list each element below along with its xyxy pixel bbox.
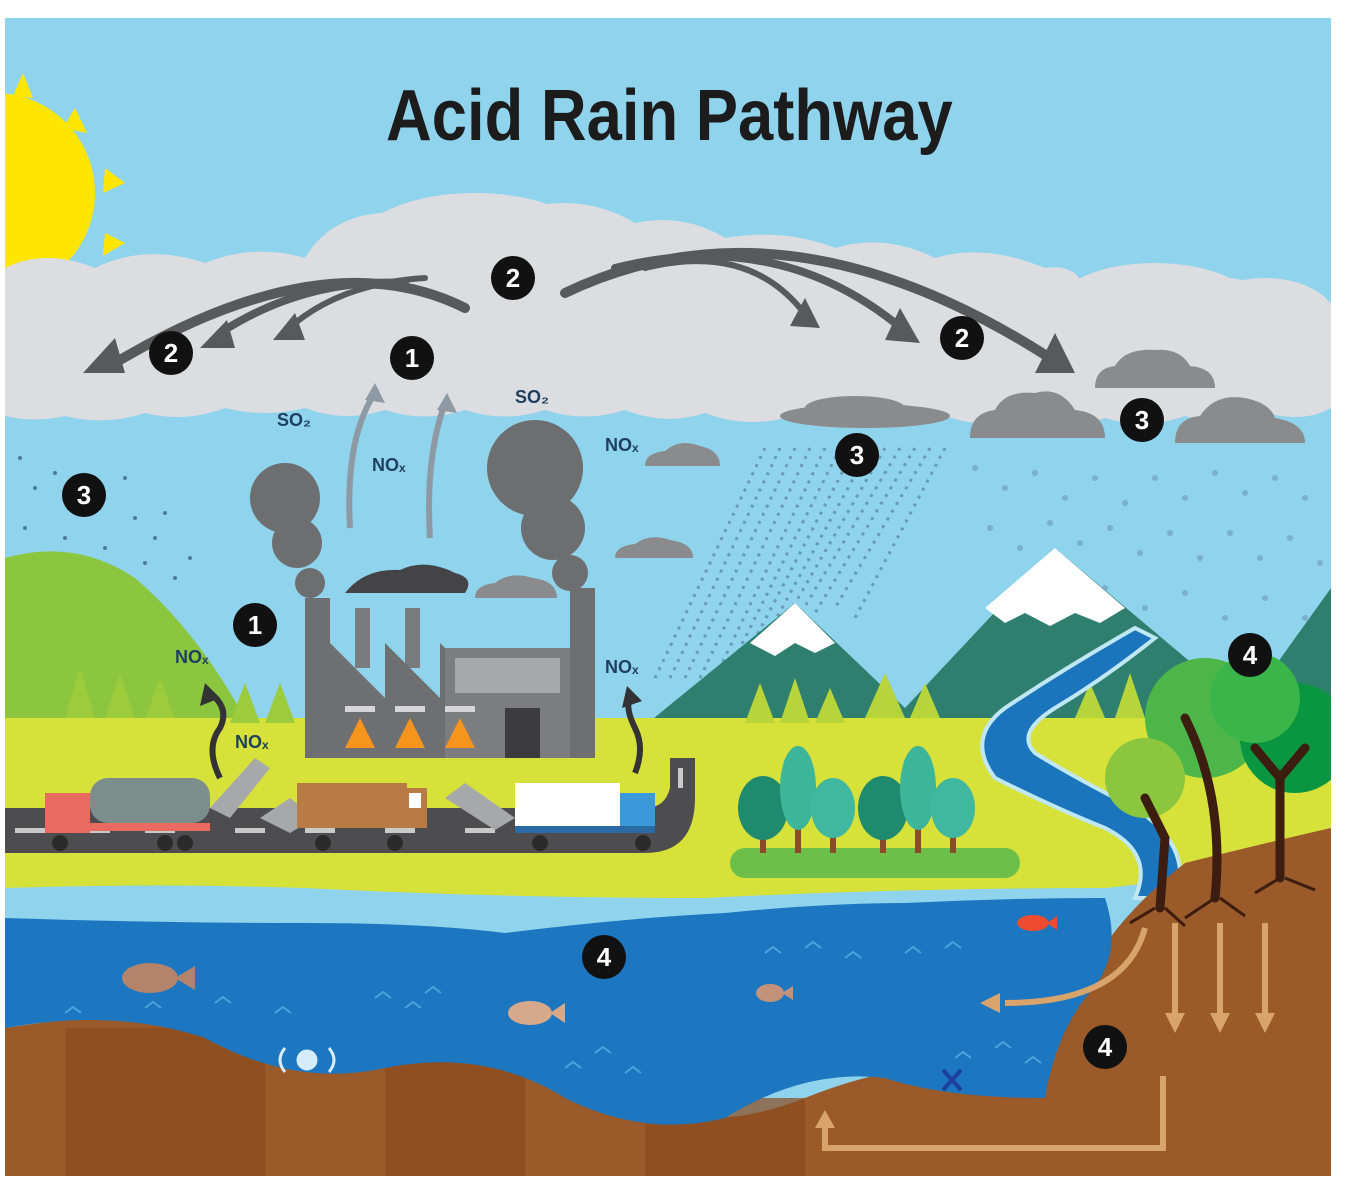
svg-text:1: 1 [405,343,419,373]
rain-clouds [475,349,1305,598]
svg-text:4: 4 [1243,640,1258,670]
truck-tanker [45,778,210,851]
insect-icon [941,1068,963,1092]
step-marker-4: 4 [582,935,626,979]
fish-icon [122,963,195,993]
smoke-plumes [250,420,588,598]
acid-rain-diagram: Acid Rain Pathway [5,18,1331,1176]
step-marker-4: 4 [1228,633,1272,677]
fish-icon [1017,915,1057,931]
fish-icon [508,1001,565,1025]
step-marker-1: 1 [390,336,434,380]
step-marker-3: 3 [62,473,106,517]
svg-text:1: 1 [248,610,262,640]
fish-icon [756,984,793,1002]
step-marker-1: 1 [233,603,277,647]
arrow-head-icon [815,993,1275,1128]
svg-text:3: 3 [850,440,864,470]
forest-trees-right [1105,653,1331,928]
nox-label: NOₓ [175,647,209,667]
arrow-head-icon [622,686,642,708]
pine-trees-left [65,668,295,723]
svg-text:3: 3 [1135,405,1149,435]
emission-arrows [346,391,448,539]
nox-label: NOₓ [235,732,269,752]
nox-label: NOₓ [605,657,639,677]
step-marker-2: 2 [491,256,535,300]
soil-strata [65,1028,805,1176]
acid-snow-dots [972,465,1323,621]
nox-label: NOₓ [605,435,639,455]
truck-box [297,783,427,851]
forest-grove [730,746,1020,878]
arrow-head-icon [365,383,385,403]
pine-trees-center [745,673,1145,723]
crab-icon [278,1047,336,1073]
cloud-band [5,193,1331,426]
so2-label: SO₂ [277,410,311,430]
svg-text:2: 2 [164,338,178,368]
nox-label: NOₓ [372,455,406,475]
factory [305,588,595,758]
svg-text:4: 4 [1098,1032,1113,1062]
step-marker-3: 3 [835,433,879,477]
so2-label: SO₂ [515,387,549,407]
arrow-head-icon [200,683,220,706]
arrow-head-icon [437,393,457,413]
svg-text:4: 4 [597,942,612,972]
leaching-arrows [822,923,1268,1151]
step-marker-4: 4 [1083,1025,1127,1069]
truck-white [515,783,655,851]
left-hill [5,551,255,738]
step-marker-2: 2 [149,331,193,375]
arrow-head-icon [83,298,1075,373]
step-marker-3: 3 [1120,398,1164,442]
svg-text:3: 3 [77,480,91,510]
page-title: Acid Rain Pathway [386,76,953,156]
svg-text:2: 2 [955,323,969,353]
svg-text:2: 2 [506,263,520,293]
step-marker-2: 2 [940,316,984,360]
water-waves [64,940,1042,1074]
